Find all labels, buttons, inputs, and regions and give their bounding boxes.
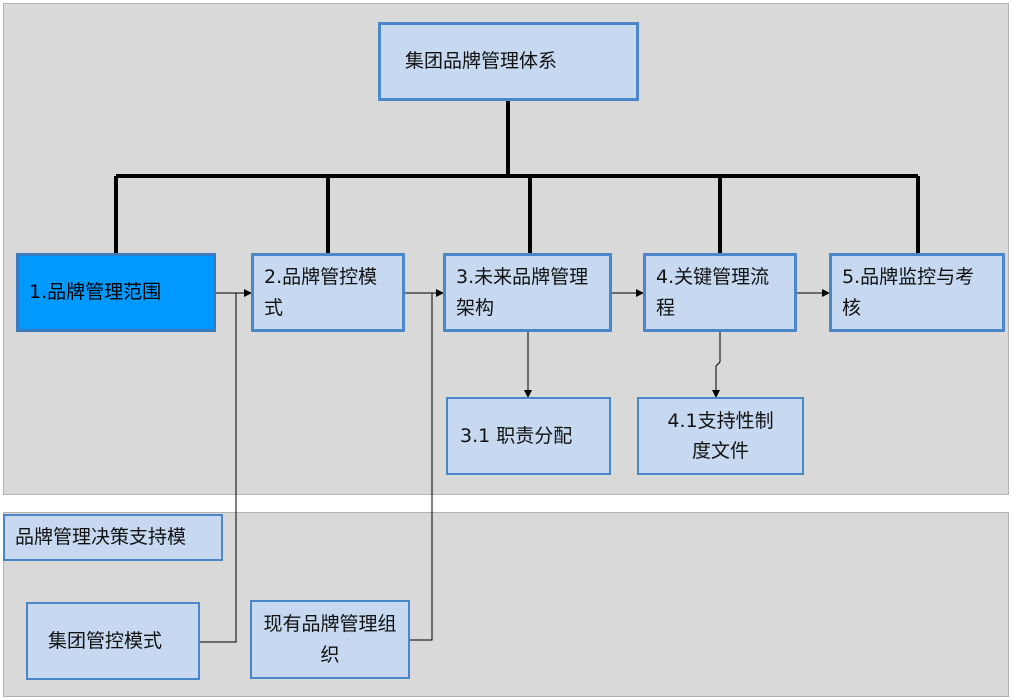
root-node-label: 集团品牌管理体系 <box>405 50 558 73</box>
node-group-mode-label: 集团管控模式 <box>48 629 163 652</box>
node-key-process[interactable]: 4.关键管理流程 <box>643 253 797 332</box>
flow-connectors <box>200 289 830 643</box>
node-current-org-label: 现有品牌管理组织 <box>263 613 397 666</box>
node-monitor-assess-label: 5.品牌监控与考核 <box>842 266 975 319</box>
node-monitor-assess[interactable]: 5.品牌监控与考核 <box>829 253 1005 332</box>
node-support-docs-label: 4.1支持性制度文件 <box>667 409 774 462</box>
node-responsibility[interactable]: 3.1 职责分配 <box>446 397 611 475</box>
node-brand-scope[interactable]: 1.品牌管理范围 <box>16 253 216 332</box>
node-key-process-label: 4.关键管理流程 <box>656 266 770 319</box>
node-group-mode[interactable]: 集团管控模式 <box>26 602 200 680</box>
node-control-mode-label: 2.品牌管控模式 <box>264 266 378 319</box>
node-future-architecture[interactable]: 3.未来品牌管理架构 <box>443 253 612 332</box>
node-current-org[interactable]: 现有品牌管理组织 <box>250 600 410 679</box>
node-future-architecture-label: 3.未来品牌管理架构 <box>456 266 589 319</box>
support-title-label: 品牌管理决策支持模 <box>15 526 187 549</box>
node-responsibility-label: 3.1 职责分配 <box>460 424 573 447</box>
node-control-mode[interactable]: 2.品牌管控模式 <box>251 253 405 332</box>
root-node[interactable]: 集团品牌管理体系 <box>378 22 639 101</box>
tree-connectors <box>114 101 920 253</box>
node-brand-scope-label: 1.品牌管理范围 <box>29 281 162 304</box>
support-title: 品牌管理决策支持模 <box>3 514 223 561</box>
node-support-docs[interactable]: 4.1支持性制度文件 <box>637 397 804 475</box>
